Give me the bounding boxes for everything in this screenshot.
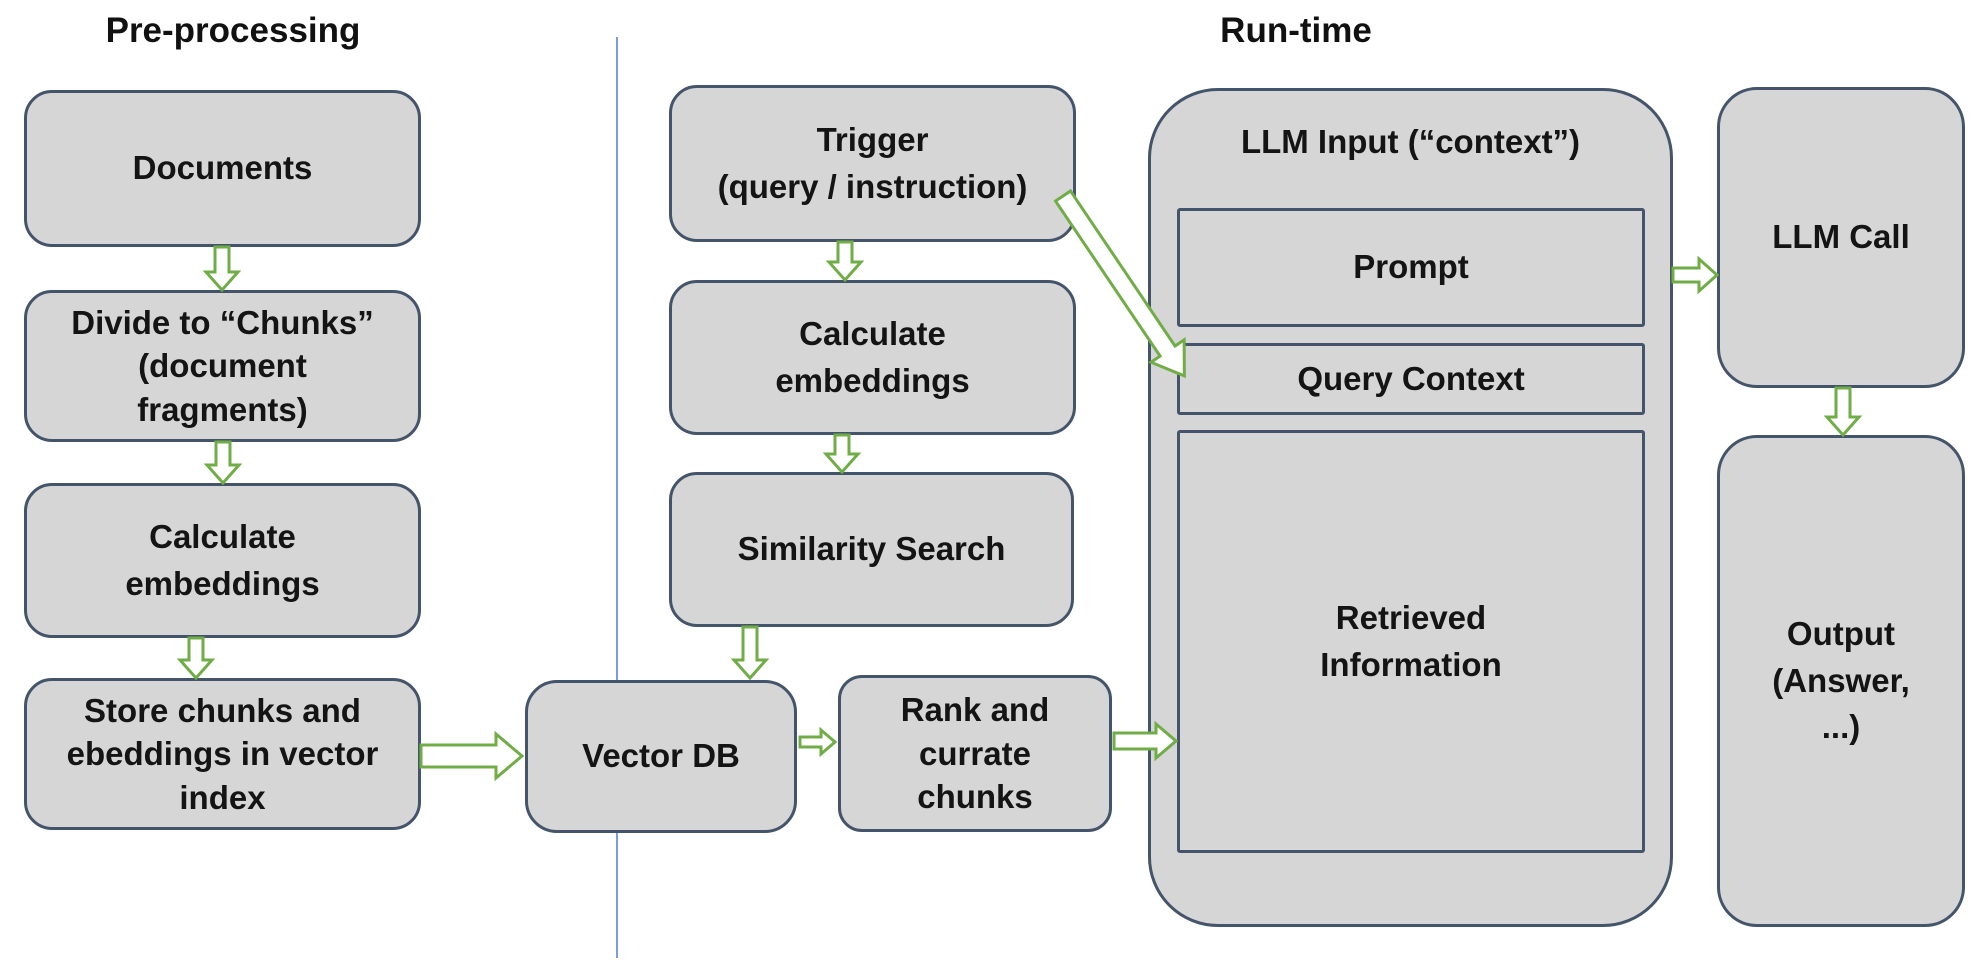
- node-similarity-search: Similarity Search: [669, 472, 1074, 627]
- arrow-similarity-to-vectordb: [730, 625, 770, 681]
- node-rank-currate-chunks: Rank and currate chunks: [838, 675, 1112, 832]
- node-calculate-embeddings-rt: Calculate embeddings: [669, 280, 1076, 435]
- llm-input-title: LLM Input (“context”): [1240, 123, 1581, 160]
- arrow-calc-to-store: [176, 636, 216, 681]
- arrow-store-to-vectordb: [419, 730, 525, 782]
- node-vector-db: Vector DB: [525, 680, 797, 833]
- section-title-preprocessing: Pre-processing: [105, 11, 361, 50]
- arrow-vectordb-to-rank: [798, 726, 838, 758]
- node-divide-chunks: Divide to “Chunks” (document fragments): [24, 290, 421, 442]
- node-calculate-embeddings-pre: Calculate embeddings: [24, 483, 421, 638]
- arrow-calc-to-similarity: [822, 433, 862, 475]
- arrow-llmcall-to-output: [1823, 386, 1863, 438]
- arrow-rank-to-retrieved: [1112, 720, 1179, 762]
- node-trigger: Trigger (query / instruction): [669, 85, 1076, 242]
- arrow-trigger-to-querycontext: [1053, 188, 1186, 379]
- arrow-trigger-to-calc: [825, 240, 865, 283]
- node-output: Output (Answer, ...): [1717, 435, 1965, 927]
- node-prompt: Prompt: [1177, 208, 1645, 327]
- arrow-divide-to-calc: [203, 440, 243, 486]
- arrow-llminput-to-llmcall: [1671, 255, 1720, 295]
- node-llm-call: LLM Call: [1717, 87, 1965, 388]
- node-store-chunks: Store chunks and ebeddings in vector ind…: [24, 678, 421, 830]
- section-title-runtime: Run-time: [1220, 11, 1372, 50]
- node-retrieved-information: Retrieved Information: [1177, 430, 1645, 853]
- node-query-context: Query Context: [1177, 343, 1645, 415]
- arrow-documents-to-divide: [202, 245, 242, 293]
- node-documents: Documents: [24, 90, 421, 247]
- phase-divider-line: [616, 37, 618, 958]
